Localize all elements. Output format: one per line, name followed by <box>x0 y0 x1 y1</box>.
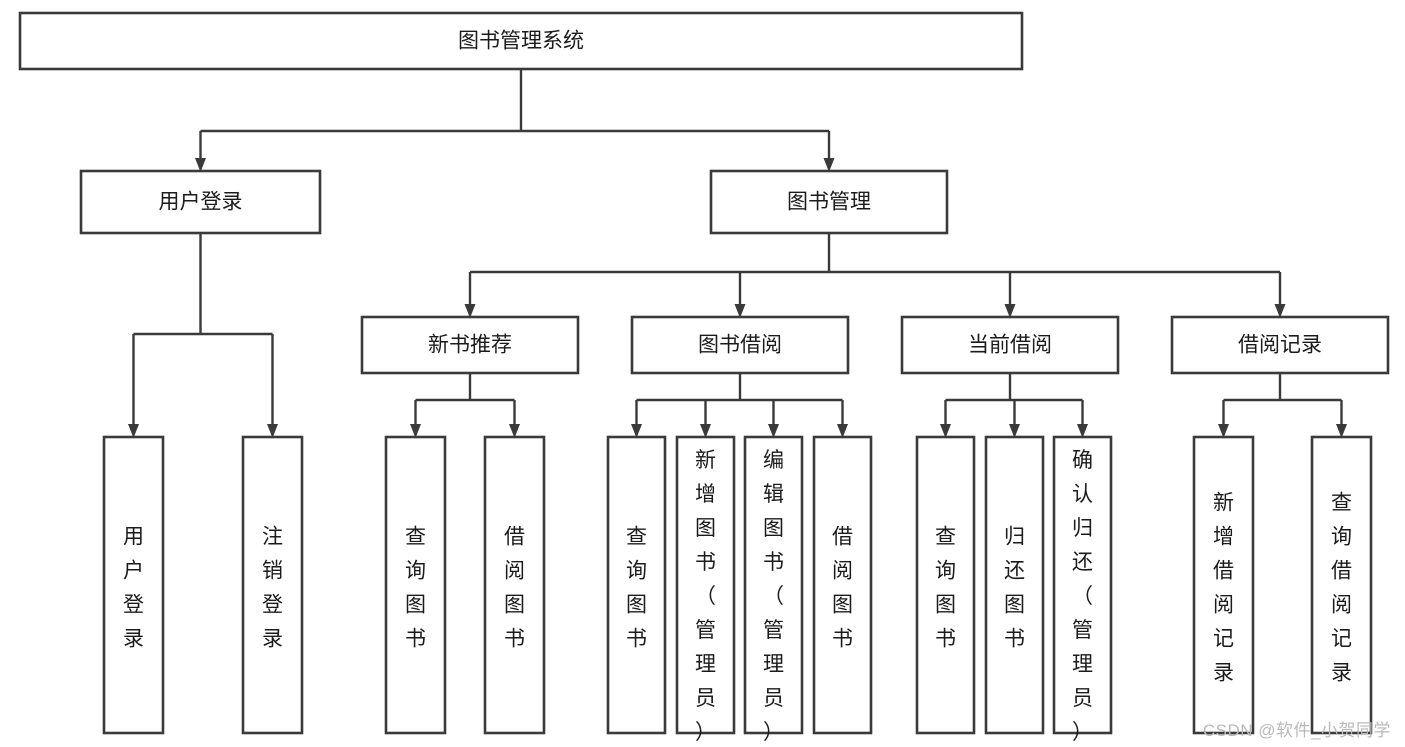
node-leaf-query-book-1[interactable]: 查询图书 <box>384 435 447 735</box>
node-box-new-book-recommend <box>360 315 580 375</box>
conn-root-to-level2-arrow-0 <box>195 158 206 172</box>
node-leaf-confirm-return[interactable]: 确认归还（管理员） <box>1052 435 1113 744</box>
conn-bookmanage-to-level3 <box>464 233 1286 318</box>
node-leaf-borrow-book-2[interactable]: 借阅图书 <box>812 435 873 735</box>
node-label-leaf-query-book-1: 查询图书 <box>405 526 426 651</box>
node-label-leaf-borrow-book-2: 借阅图书 <box>832 526 853 651</box>
node-label-book-borrow: 图书借阅 <box>698 334 782 357</box>
node-label-user-login: 用户登录 <box>159 191 243 214</box>
node-box-leaf-add-book <box>675 435 736 735</box>
node-book-borrow[interactable]: 图书借阅 <box>630 315 850 375</box>
node-new-book-recommend[interactable]: 新书推荐 <box>360 315 580 375</box>
node-label-leaf-logout: 注销登录 <box>262 526 283 651</box>
node-box-leaf-query-book-1 <box>384 435 447 735</box>
conn-record-to-leaves-arrow-1 <box>1336 424 1347 438</box>
node-leaf-query-record[interactable]: 查询借阅记录 <box>1310 435 1373 735</box>
conn-bookmanage-to-level3-arrow-0 <box>464 304 476 318</box>
node-label-leaf-add-record: 新增借阅记录 <box>1213 492 1234 685</box>
node-leaf-return-book[interactable]: 归还图书 <box>984 435 1045 735</box>
node-box-borrow-record <box>1170 315 1390 375</box>
node-label-leaf-query-record: 查询借阅记录 <box>1331 492 1352 685</box>
node-leaf-add-book[interactable]: 新增图书（管理员） <box>675 435 736 744</box>
conn-root-to-level2-arrow-1 <box>823 158 835 172</box>
node-label-current-borrow: 当前借阅 <box>968 334 1052 357</box>
node-box-leaf-return-book <box>984 435 1045 735</box>
node-box-leaf-query-record <box>1310 435 1373 735</box>
conn-recommend-to-leaves-arrow-0 <box>410 424 421 438</box>
node-label-leaf-query-book-3: 查询图书 <box>935 526 956 651</box>
conn-borrow-to-leaves-arrow-0 <box>631 424 642 438</box>
node-label-leaf-confirm-return: 确认归还（管理员） <box>1072 449 1093 744</box>
node-root[interactable]: 图书管理系统 <box>18 11 1024 71</box>
conn-userlogin-to-leaves-arrow-0 <box>128 424 139 438</box>
node-leaf-logout[interactable]: 注销登录 <box>241 435 304 735</box>
node-label-leaf-borrow-book-1: 借阅图书 <box>504 526 525 651</box>
node-box-leaf-user-login <box>102 435 165 735</box>
node-leaf-query-book-2[interactable]: 查询图书 <box>606 435 667 735</box>
node-box-user-login <box>79 169 322 235</box>
node-book-manage[interactable]: 图书管理 <box>709 169 949 235</box>
node-label-leaf-edit-book: 编辑图书（管理员） <box>763 449 784 744</box>
node-box-root <box>18 11 1024 71</box>
node-label-borrow-record: 借阅记录 <box>1238 334 1322 357</box>
node-leaf-add-record[interactable]: 新增借阅记录 <box>1192 435 1255 735</box>
node-label-leaf-user-login: 用户登录 <box>123 526 144 651</box>
node-box-leaf-query-book-2 <box>606 435 667 735</box>
node-user-login[interactable]: 用户登录 <box>79 169 322 235</box>
node-box-leaf-confirm-return <box>1052 435 1113 735</box>
node-leaf-user-login[interactable]: 用户登录 <box>102 435 165 735</box>
conn-recommend-to-leaves-arrow-1 <box>509 424 520 438</box>
node-leaf-query-book-3[interactable]: 查询图书 <box>915 435 976 735</box>
node-label-leaf-query-book-2: 查询图书 <box>626 526 647 651</box>
conn-record-to-leaves <box>1218 373 1347 438</box>
node-box-leaf-borrow-book-2 <box>812 435 873 735</box>
node-label-book-manage: 图书管理 <box>787 191 871 214</box>
node-leaf-borrow-book-1[interactable]: 借阅图书 <box>483 435 546 735</box>
node-leaf-edit-book[interactable]: 编辑图书（管理员） <box>743 435 804 744</box>
node-label-leaf-return-book: 归还图书 <box>1004 526 1025 651</box>
node-box-leaf-borrow-book-1 <box>483 435 546 735</box>
conn-current-to-leaves <box>940 373 1088 438</box>
conn-current-to-leaves-arrow-0 <box>940 424 951 438</box>
conn-root-to-level2 <box>195 69 835 172</box>
conn-bookmanage-to-level3-arrow-2 <box>1004 304 1016 318</box>
node-current-borrow[interactable]: 当前借阅 <box>900 315 1120 375</box>
conn-borrow-to-leaves-arrow-2 <box>768 424 779 438</box>
node-box-leaf-add-record <box>1192 435 1255 735</box>
conn-bookmanage-to-level3-arrow-1 <box>734 304 746 318</box>
conn-current-to-leaves-arrow-2 <box>1077 424 1088 438</box>
node-box-leaf-query-book-3 <box>915 435 976 735</box>
node-box-leaf-edit-book <box>743 435 804 735</box>
node-box-leaf-logout <box>241 435 304 735</box>
node-box-current-borrow <box>900 315 1120 375</box>
node-layer: 图书管理系统用户登录图书管理新书推荐图书借阅当前借阅借阅记录用户登录注销登录查询… <box>18 11 1390 744</box>
conn-current-to-leaves-arrow-1 <box>1009 424 1020 438</box>
node-label-leaf-add-book: 新增图书（管理员） <box>695 449 716 744</box>
node-label-new-book-recommend: 新书推荐 <box>428 334 512 357</box>
node-box-book-borrow <box>630 315 850 375</box>
conn-borrow-to-leaves <box>631 373 848 438</box>
node-box-book-manage <box>709 169 949 235</box>
csdn-watermark: CSDN @软件_小贺同学 <box>1202 721 1391 740</box>
conn-userlogin-to-leaves <box>128 233 278 438</box>
node-borrow-record[interactable]: 借阅记录 <box>1170 315 1390 375</box>
connector-layer <box>128 69 1347 438</box>
conn-borrow-to-leaves-arrow-1 <box>700 424 711 438</box>
conn-userlogin-to-leaves-arrow-1 <box>267 424 278 438</box>
conn-bookmanage-to-level3-arrow-3 <box>1274 304 1286 318</box>
conn-borrow-to-leaves-arrow-3 <box>837 424 848 438</box>
conn-record-to-leaves-arrow-0 <box>1218 424 1229 438</box>
conn-recommend-to-leaves <box>410 373 520 438</box>
node-label-root: 图书管理系统 <box>458 30 584 53</box>
